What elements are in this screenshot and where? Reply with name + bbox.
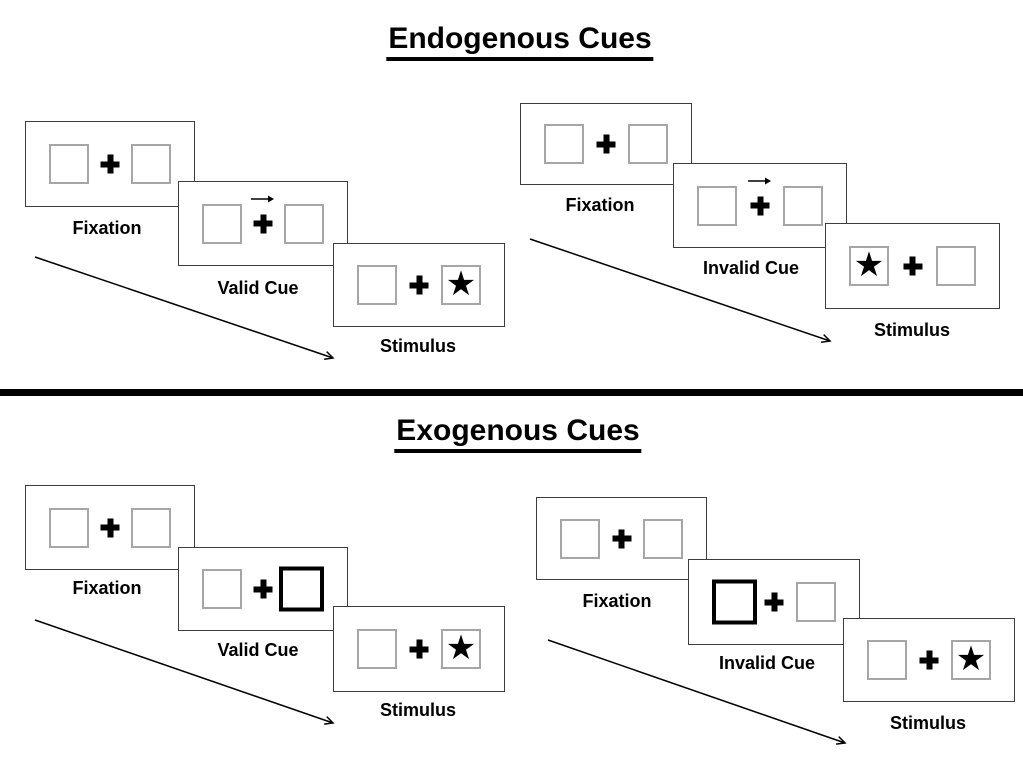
cue-highlight-box xyxy=(279,566,324,612)
fixation-cross-icon xyxy=(750,196,770,215)
right-box xyxy=(284,203,324,244)
timeline-arrow xyxy=(547,639,847,745)
fixation-cross-icon xyxy=(409,639,429,659)
star-icon: ★ xyxy=(853,244,885,285)
left-box xyxy=(697,185,737,226)
step-label-stimulus: Stimulus xyxy=(873,320,951,340)
section-title-endogenous: Endogenous Cues xyxy=(386,22,654,61)
left-box xyxy=(544,124,584,164)
fixation-cross-icon xyxy=(100,154,120,174)
step-label-cue: Valid Cue xyxy=(217,278,299,298)
right-box xyxy=(131,507,171,548)
fixation-cross-icon xyxy=(764,592,784,612)
right-box xyxy=(936,246,976,286)
left-box xyxy=(357,629,397,669)
left-box xyxy=(560,518,600,559)
right-box xyxy=(131,144,171,184)
star-icon: ★ xyxy=(445,627,477,668)
fixation-cross-icon xyxy=(409,275,429,295)
section-divider xyxy=(0,389,1023,396)
section-title-exogenous: Exogenous Cues xyxy=(394,414,642,453)
cue-panel xyxy=(178,181,348,266)
right-box xyxy=(628,124,668,164)
star-stimulus-box: ★ xyxy=(441,629,481,669)
cue-highlight-box xyxy=(712,579,757,625)
step-label-fixation: Fixation xyxy=(565,195,635,215)
cue-panel xyxy=(688,559,860,645)
left-box xyxy=(867,640,907,680)
star-icon: ★ xyxy=(955,638,987,679)
step-label-cue: Valid Cue xyxy=(217,640,299,660)
timeline-arrow xyxy=(34,256,335,360)
step-label-fixation: Fixation xyxy=(582,591,652,611)
stimulus-panel: ★ xyxy=(333,606,505,692)
star-stimulus-box: ★ xyxy=(849,246,889,286)
right-box xyxy=(796,582,836,622)
step-label-cue: Invalid Cue xyxy=(702,258,800,278)
step-label-cue: Invalid Cue xyxy=(718,653,816,673)
left-box xyxy=(357,265,397,305)
star-icon: ★ xyxy=(445,263,477,304)
fixation-cross-icon xyxy=(903,256,922,276)
fixation-panel xyxy=(25,121,195,207)
step-label-stimulus: Stimulus xyxy=(889,713,967,733)
cue-panel xyxy=(178,547,348,631)
timeline-arrow xyxy=(529,238,832,343)
stimulus-panel: ★ xyxy=(843,618,1015,702)
fixation-cross-icon xyxy=(596,134,616,154)
fixation-cross-icon xyxy=(919,650,939,670)
right-box xyxy=(783,185,823,226)
stimulus-panel: ★ xyxy=(825,223,1000,309)
fixation-cross-icon xyxy=(612,529,631,548)
direction-arrow-icon xyxy=(748,177,771,184)
left-box xyxy=(202,203,242,244)
left-box xyxy=(202,569,242,609)
fixation-cross-icon xyxy=(253,214,273,233)
step-label-fixation: Fixation xyxy=(72,218,142,238)
fixation-cross-icon xyxy=(253,579,273,599)
step-label-stimulus: Stimulus xyxy=(379,336,457,356)
timeline-arrow xyxy=(34,619,335,725)
left-box xyxy=(49,144,89,184)
fixation-panel xyxy=(536,497,707,580)
stimulus-panel: ★ xyxy=(333,243,505,327)
star-stimulus-box: ★ xyxy=(441,265,481,305)
left-box xyxy=(49,507,89,548)
cue-panel xyxy=(673,163,847,248)
step-label-fixation: Fixation xyxy=(72,578,142,598)
star-stimulus-box: ★ xyxy=(951,640,991,680)
direction-arrow-icon xyxy=(251,195,274,202)
fixation-panel xyxy=(520,103,692,185)
right-box xyxy=(643,518,683,559)
fixation-panel xyxy=(25,485,195,570)
step-label-stimulus: Stimulus xyxy=(379,700,457,720)
fixation-cross-icon xyxy=(100,518,120,537)
